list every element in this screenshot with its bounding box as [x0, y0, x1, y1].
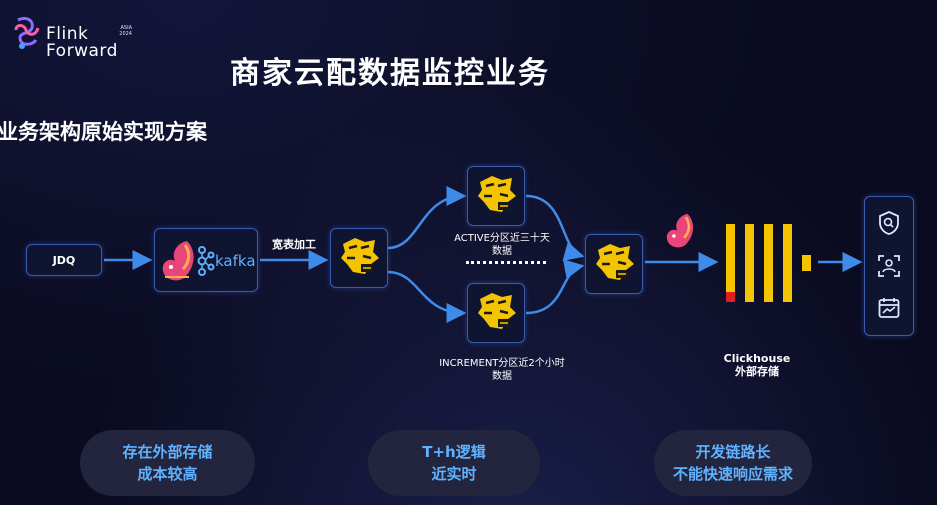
section-subtitle: 业务架构原始实现方案	[0, 120, 207, 144]
hive-icon	[596, 244, 634, 280]
jdq-label: JDQ	[52, 253, 76, 267]
user-scan-icon	[878, 255, 900, 277]
jdq-source-node: JDQ	[26, 244, 102, 276]
arrow-hive-active	[387, 186, 467, 250]
flink-squirrel-icon	[666, 213, 694, 248]
arrow-increment-merge	[525, 259, 585, 315]
search-shield-icon	[879, 211, 899, 235]
flink-forward-logo-icon	[14, 16, 40, 49]
hive-wide-table-node	[330, 228, 388, 288]
flink-squirrel-icon	[162, 241, 194, 281]
hive-icon	[478, 176, 516, 212]
logo-event-name: ASIA	[120, 25, 133, 31]
arrow-active-merge	[525, 194, 585, 261]
clickhouse-label-line2: 外部存储	[735, 365, 779, 378]
clickhouse-label-line1: Clickhouse	[723, 352, 791, 365]
hive-active-node	[467, 166, 525, 226]
hive-increment-node	[467, 283, 525, 343]
application-panel	[864, 196, 914, 336]
wide-table-label: 宽表加工	[272, 238, 316, 251]
kafka-icon	[197, 246, 215, 276]
increment-partition-label: INCREMENT分区近2个小时数据	[439, 358, 565, 382]
problem-pill-latency: T+h逻辑 近实时	[368, 430, 540, 496]
problem-pill-storage: 存在外部存储 成本较高	[80, 430, 255, 496]
calendar-chart-icon	[878, 298, 900, 318]
problem-pill-line2: 不能快速响应需求	[672, 465, 793, 483]
logo-word-forward: Forward	[46, 41, 118, 61]
page-title: 商家云配数据监控业务	[230, 56, 550, 91]
kafka-label: kafka	[215, 252, 256, 270]
problem-pill-line1: 开发链路长	[695, 443, 771, 461]
hive-icon	[341, 238, 379, 274]
logo-event: ASIA 2024	[110, 25, 132, 37]
problem-pill-line2: 成本较高	[137, 465, 198, 483]
hive-merge-node	[585, 234, 643, 294]
problem-pill-line1: T+h逻辑	[422, 443, 486, 461]
problem-pill-line2: 近实时	[431, 465, 477, 483]
flink-forward-logo: Flink Forward ASIA 2024	[12, 12, 132, 60]
clickhouse-label: Clickhouse 外部存储	[710, 352, 804, 378]
logo-word-flink: Flink	[46, 24, 89, 44]
problem-pill-line1: 存在外部存储	[122, 443, 213, 461]
flink-kafka-node: kafka	[154, 228, 258, 292]
hive-icon	[478, 293, 516, 329]
problem-pill-dev-chain: 开发链路长 不能快速响应需求	[654, 430, 812, 496]
logo-event-year: 2024	[119, 31, 132, 37]
arrow-hive-increment	[387, 270, 467, 323]
active-partition-label: ACTIVE分区近三十天数据	[454, 233, 550, 257]
partition-separator	[466, 261, 546, 264]
